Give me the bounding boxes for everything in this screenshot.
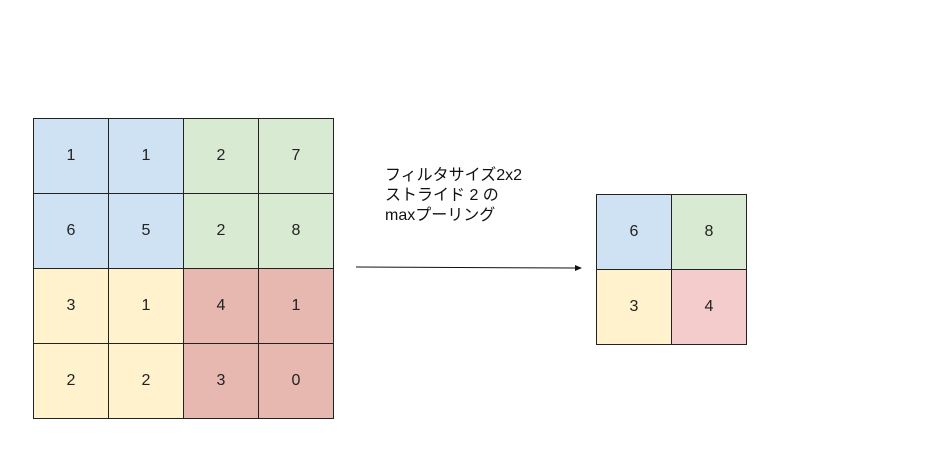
input-cell-r1-c4: 7 [258,118,334,194]
caption-max-pooling: maxプーリング [385,207,496,224]
input-cell-r1-c1: 1 [33,118,109,194]
input-cell-r4-c4: 0 [258,343,334,419]
output-cell-r2-c1: 3 [596,269,672,345]
input-cell-r4-c3: 3 [183,343,259,419]
input-cell-r2-c3: 2 [183,193,259,269]
input-cell-r1-c2: 1 [108,118,184,194]
caption-stride: ストライド 2 の [385,187,499,204]
pooling-caption: フィルタサイズ2x2 ストライド 2 の maxプーリング [385,166,522,226]
input-cell-r1-c3: 2 [183,118,259,194]
caption-filter-size: フィルタサイズ2x2 [385,167,522,184]
input-cell-r4-c1: 2 [33,343,109,419]
output-cell-r1-c1: 6 [596,194,672,270]
input-cell-r2-c1: 6 [33,193,109,269]
output-cell-r2-c2: 4 [671,269,747,345]
input-cell-r2-c2: 5 [108,193,184,269]
output-cell-r1-c2: 8 [671,194,747,270]
input-cell-r3-c4: 1 [258,268,334,344]
